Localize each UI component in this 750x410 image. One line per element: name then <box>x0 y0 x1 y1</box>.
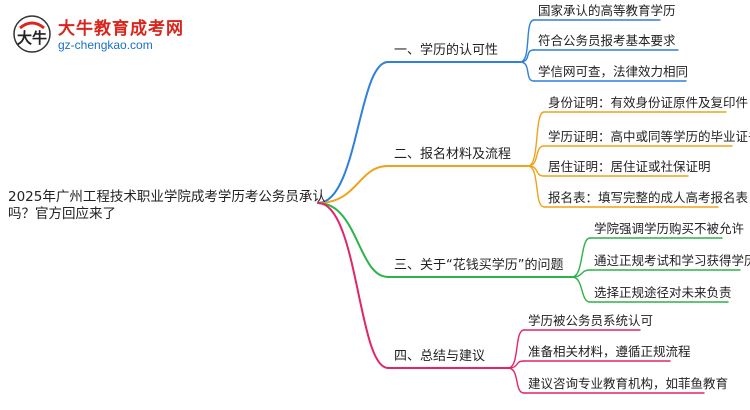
branch-connector <box>317 202 389 369</box>
leaf-label: 学历被公务员系统认可 <box>528 313 654 328</box>
branch-connector <box>317 165 389 204</box>
leaf-label: 建议咨询专业教育机构，如菲鱼教育 <box>528 376 729 391</box>
leaf-connector <box>519 19 535 63</box>
leaf-label: 学院强调学历购买不被允许 <box>594 221 745 236</box>
leaf-connector <box>571 276 591 303</box>
logo-mascot-icon: 大牛 <box>13 15 51 53</box>
leaf-label: 准备相关材料，遵循正规流程 <box>528 344 691 359</box>
leaf-connector <box>527 111 545 167</box>
svg-text:大牛: 大牛 <box>17 29 47 47</box>
branch-label: 二、报名材料及流程 <box>394 147 512 162</box>
logo-url[interactable]: gz-chengkao.com <box>58 38 153 52</box>
site-logo[interactable]: 大牛 大牛教育成考网 gz-chengkao.com <box>12 12 212 58</box>
leaf-label: 国家承认的高等教育学历 <box>538 3 676 18</box>
root-topic: 2025年广州工程技术职业学院成考学历考公务员承认吗？官方回应来了 <box>8 189 326 222</box>
leaf-label: 报名表：填写完整的成人高考报名表 <box>548 190 749 205</box>
leaf-label: 居住证明：居住证或社保证明 <box>548 159 711 174</box>
leaf-connector <box>571 237 591 278</box>
branch-label: 一、学历的认可性 <box>394 43 499 58</box>
branch-label: 三、关于“花钱买学历”的问题 <box>394 258 564 273</box>
leaf-connector <box>527 165 545 208</box>
branch-connector <box>317 202 389 278</box>
branch-label: 四、总结与建议 <box>394 349 486 364</box>
leaf-label: 身份证明：有效身份证原件及复印件 <box>548 95 749 110</box>
logo-title: 大牛教育成考网 <box>58 19 184 39</box>
leaf-connector <box>507 367 525 394</box>
leaf-label: 选择正规途径对未来负责 <box>594 285 732 300</box>
leaf-label: 学历证明：高中或同等学历的毕业证书 <box>548 129 750 144</box>
leaf-label: 学信网可查，法律效力相同 <box>538 64 689 79</box>
leaf-label: 通过正规考试和学习获得学历 <box>594 253 750 268</box>
leaf-connector <box>507 329 525 369</box>
leaf-connector <box>519 61 535 82</box>
leaf-connector <box>527 145 545 167</box>
leaf-label: 符合公务员报考基本要求 <box>538 33 676 48</box>
branch-connector <box>317 61 389 204</box>
